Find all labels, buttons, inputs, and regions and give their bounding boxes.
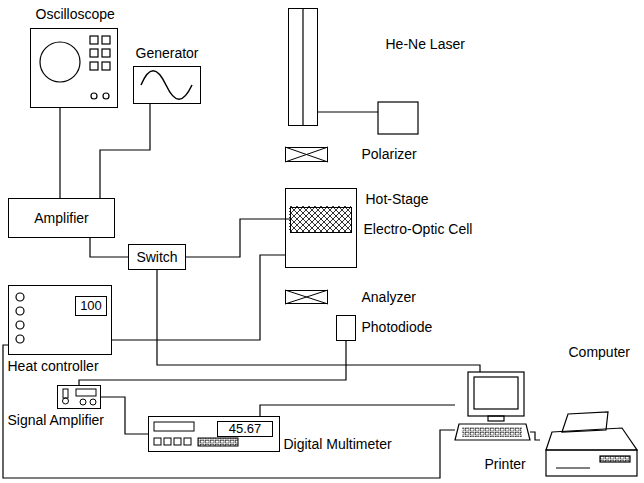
electro-optic-cell: Electro-Optic Cell [290, 207, 352, 233]
device-label: Computer [569, 344, 630, 360]
oscilloscope-drawing [90, 49, 98, 57]
computer: Computer [455, 372, 530, 440]
multimeter-buttons [164, 438, 171, 445]
computer-drawing [474, 377, 518, 409]
laser-tube: He-Ne Laser [288, 8, 318, 126]
laser-drawing [318, 111, 378, 112]
wire [530, 432, 540, 440]
wire [100, 104, 150, 198]
wire [59, 108, 60, 198]
box-label: Amplifier [34, 210, 88, 226]
oscilloscope: Oscilloscope [30, 28, 118, 108]
cell-hatching [289, 206, 351, 232]
oscilloscope-drawing [90, 62, 98, 70]
signal-amplifier: Signal Amplifier [57, 385, 101, 409]
wire [79, 341, 346, 385]
controller-knobs [16, 335, 24, 343]
generator: Generator [133, 66, 201, 104]
analyzer-symbol [285, 290, 328, 304]
device-label: Signal Amplifier [8, 412, 105, 428]
signal-amplifier-details [90, 399, 96, 405]
display-reading: 100 [75, 296, 107, 316]
analyzer-symbol [285, 290, 328, 304]
device-label: Generator [136, 45, 199, 61]
device-label: Photodiode [362, 319, 433, 335]
printer-drawing [546, 450, 637, 476]
sine-wave [141, 71, 192, 100]
polarizer-symbol [285, 147, 328, 162]
multimeter-buttons [174, 438, 181, 445]
switch-box: Switch [128, 244, 186, 270]
controller-knobs [16, 321, 24, 329]
heat-controller: 100Heat controller [8, 285, 112, 355]
wire [112, 255, 285, 340]
printer-drawing [600, 456, 630, 462]
wire [90, 238, 128, 257]
oscilloscope-drawing [103, 93, 109, 99]
wire [157, 270, 480, 372]
printer-drawing [556, 467, 590, 468]
multimeter-buttons [154, 438, 161, 445]
laser-drawing [302, 8, 303, 126]
oscilloscope-drawing [40, 36, 110, 99]
wire [101, 397, 148, 434]
signal-amplifier-details [63, 389, 97, 405]
oscilloscope-drawing [102, 36, 110, 44]
device-label: Oscilloscope [36, 6, 115, 22]
polarizer: Polarizer [285, 147, 328, 162]
printer-drawing [546, 428, 637, 450]
hot-stage: Hot-StageElectro-Optic Cell [285, 188, 357, 268]
photodiode: Photodiode [336, 315, 356, 341]
signal-amplifier-details [80, 399, 86, 405]
device-label: Heat controller [8, 358, 99, 374]
computer-drawing [462, 427, 522, 437]
signal-amplifier-details [63, 389, 68, 398]
computer-drawing [455, 372, 530, 440]
wire [186, 219, 290, 257]
multimeter-buttons [184, 438, 191, 445]
amplifier-box: Amplifier [8, 198, 115, 238]
computer-drawing [468, 372, 524, 416]
controller-knobs [16, 293, 24, 343]
box-label: Switch [136, 249, 177, 265]
device-label: He-Ne Laser [386, 36, 465, 52]
oscilloscope-drawing [91, 93, 97, 99]
multimeter-buttons [154, 422, 194, 431]
polarizer-symbol [285, 147, 328, 162]
display-reading: 45.67 [217, 421, 273, 437]
analyzer: Analyzer [285, 290, 328, 304]
analyzer-symbol [285, 290, 328, 304]
wire [260, 405, 455, 416]
sine-wave [141, 71, 192, 100]
oscilloscope-drawing [40, 42, 80, 82]
laser-drawing [378, 102, 418, 134]
laser-drawing [303, 8, 418, 134]
printer-drawing [546, 412, 637, 476]
polarizer-symbol [285, 147, 328, 162]
digital-multimeter: 45.67Digital Multimeter [148, 416, 280, 452]
signal-amplifier-details [63, 398, 69, 404]
controller-knobs [16, 293, 24, 301]
cell-hatching [289, 206, 351, 232]
device-label: Hot-Stage [366, 191, 429, 207]
device-label: Digital Multimeter [284, 436, 392, 452]
computer-drawing [488, 416, 504, 421]
controller-knobs [16, 307, 24, 315]
oscilloscope-drawing [102, 62, 110, 70]
signal-amplifier-details [76, 389, 96, 396]
device-label: Polarizer [362, 146, 417, 162]
multimeter-buttons [198, 438, 238, 446]
printer: Printer [540, 424, 638, 479]
device-label: Printer [485, 456, 526, 472]
computer-drawing [455, 424, 530, 440]
oscilloscope-drawing [102, 49, 110, 57]
device-label: Analyzer [362, 289, 416, 305]
device-label: Electro-Optic Cell [364, 221, 473, 237]
oscilloscope-drawing [90, 36, 98, 44]
